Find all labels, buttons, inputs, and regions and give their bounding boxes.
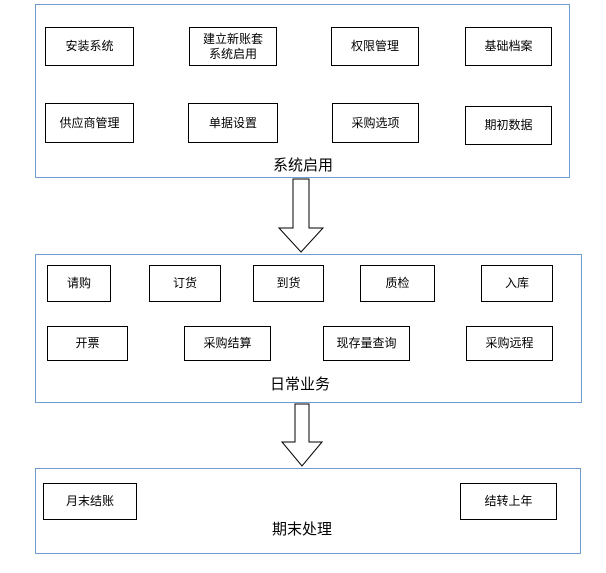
box-label: 请购: [66, 276, 91, 290]
box-label: 单据设置: [208, 115, 257, 130]
box-opening-data: 期初数据: [465, 106, 552, 145]
box-document-settings: 单据设置: [188, 103, 278, 143]
box-label: 采购选项: [351, 115, 400, 130]
box-label: 采购远程: [485, 336, 534, 350]
panel-title-period-end: 期末处理: [271, 520, 332, 538]
box-invoicing: 开票: [47, 326, 128, 361]
box-label: 现存量查询: [336, 336, 397, 350]
box-create-account-set: 建立新账套系统启用: [189, 27, 277, 66]
box-purchase-options: 采购选项: [332, 103, 419, 143]
box-label: 质检: [385, 276, 410, 290]
panel-title-system-setup: 系统启用: [272, 156, 333, 174]
box-label: 结转上年: [484, 494, 533, 508]
box-purchase-settlement: 采购结算: [184, 326, 271, 361]
box-quality-inspection: 质检: [360, 265, 435, 302]
box-carry-forward-year: 结转上年: [460, 483, 557, 520]
box-basic-archives: 基础档案: [465, 27, 552, 66]
box-label: 到货: [276, 276, 301, 290]
box-label: 采购结算: [203, 336, 252, 350]
box-month-end-closing: 月末结账: [43, 483, 137, 520]
box-label: 月末结账: [65, 494, 114, 508]
box-requisition: 请购: [47, 265, 111, 302]
box-label-line2: 系统启用: [208, 46, 257, 61]
box-warehousing: 入库: [481, 265, 553, 302]
box-permission-management: 权限管理: [331, 27, 419, 66]
box-supplier-management: 供应商管理: [45, 103, 134, 143]
box-label: 入库: [504, 276, 529, 290]
box-label: 权限管理: [350, 39, 399, 53]
box-install-system: 安装系统: [45, 27, 134, 66]
box-remote-purchase: 采购远程: [466, 326, 553, 361]
box-label: 安装系统: [65, 39, 114, 53]
box-stock-query: 现存量查询: [323, 326, 410, 361]
box-label: 基础档案: [484, 39, 533, 53]
box-label: 开票: [75, 336, 100, 350]
box-order: 订货: [149, 265, 221, 302]
box-label: 订货: [172, 276, 197, 290]
box-label-line1: 建立新账套: [202, 31, 263, 46]
box-arrival: 到货: [253, 265, 324, 302]
box-label: 期初数据: [484, 118, 533, 132]
panel-title-daily-business: 日常业务: [269, 375, 330, 393]
box-label: 供应商管理: [59, 115, 120, 130]
